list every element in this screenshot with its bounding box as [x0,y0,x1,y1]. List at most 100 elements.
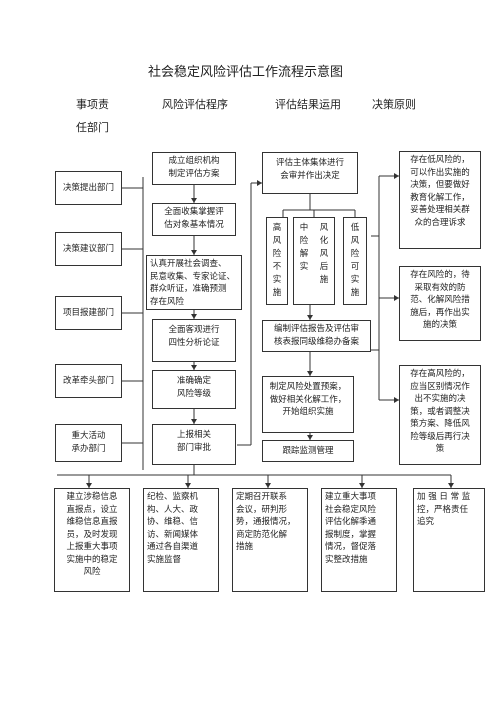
bottom-text: 构、人大、政 [147,504,199,515]
result-text: 实 [299,262,309,272]
dept-box-text: 项目报建部门 [62,308,114,318]
result-text: 险 [299,236,309,246]
bottom-text: 定期召开联系 [236,492,288,502]
result-collective-review: 评估主体集体进行 会审并作出决定 [262,152,358,194]
dept-box-text: 改革牵头部门 [62,376,114,386]
result-text: 险 [350,249,360,259]
bottom-text: 建立重大事项 [325,492,377,502]
result-text: 险 [272,249,282,259]
header-decision-principle: 决策原则 [372,98,416,111]
result-text: 低 [350,223,360,233]
result-text: 施 [350,288,360,298]
bottom-text: 员，及时发现 [66,529,118,540]
result-text: 风 [319,223,329,233]
dept-box-text: 承办部门 [71,443,106,454]
bottom-text: 势，通报情况， [236,517,296,527]
result-text: 高 [272,223,282,233]
procedure-step-4: 全面客观进行 四性分析论证 [152,319,236,362]
result-option-low-risk: 低 风 险 可 实 施 [343,217,367,305]
bottom-text: 上报重大事项 [66,542,118,552]
bottom-text: 通过各自渠道 [147,542,199,552]
result-text: 不 [272,262,282,272]
procedure-step-1: 成立组织机构 制定评估方案 [152,152,236,185]
procedure-step-3: 认真开展社会调查、 民意收集、专家论证、 群众听证，准确预测 存在风险 [146,255,242,310]
dept-box-major-event-host: 重大活动 承办部门 [55,424,122,462]
bottom-text: 评估化解季通 [325,517,377,527]
bottom-daily-monitoring: 加 强 日 常 监 控，严格责任 追究 [413,488,485,592]
step-text: 成立组织机构 [168,156,220,166]
bottom-info-reporting: 建立涉稳信息 直报点，设立 维稳信息直报 员，及时发现 上报重大事项 实施中的稳… [54,488,130,592]
step-text: 准确确定 [176,376,211,386]
bottom-text: 商定防范化解 [236,529,288,540]
result-text: 实 [350,275,360,285]
step-text: 风险等级 [176,388,211,399]
principle-text: 存在风险的，待 [410,270,470,280]
bottom-text: 实施中的稳定 [66,554,118,565]
step-text: 民意收集、专家论证、 [150,271,236,282]
principle-text: 妥善处理相关群 [410,205,470,215]
principle-text: 教育化解工作， [410,192,470,203]
principle-text: 范、化解风险措 [410,295,470,305]
step-text: 全面收集掌握评 [164,207,224,217]
header-assessment-procedure: 风险评估程序 [162,98,228,111]
principle-low-risk: 存在低风险的， 可以作出实施的 决策，但要做好 教育化解工作， 妥善处理相关群 … [399,151,481,249]
principle-text: 险等级后再行决 [410,431,470,442]
result-text: 可 [350,262,360,272]
principle-text: 策，或者调整决 [410,406,470,417]
result-option-medium-risk: 中 险 解 实 风 化 风 后 施 [293,217,335,305]
dept-box-text: 决策提出部门 [62,183,114,193]
step-text: 四性分析论证 [168,337,220,348]
dept-box-decision-proposer: 决策提出部门 [55,171,122,205]
dept-box-project-filing: 项目报建部门 [55,296,122,330]
principle-text: 策方案、降低风 [410,419,470,429]
bottom-text: 风险 [83,567,101,577]
dept-box-decision-advisor: 决策建议部门 [55,232,122,266]
header-result-application: 评估结果运用 [275,98,341,111]
result-text: 后 [319,262,329,272]
bottom-text: 报制度，掌握 [325,529,377,540]
result-text: 评估主体集体进行 [275,158,344,168]
result-text: 实 [272,275,282,285]
principle-text: 应当区别情况作 [410,381,470,392]
principle-text: 可以作出实施的 [410,167,470,178]
bottom-supervision: 纪检、监察机 构、人大、政 协、维稳、信 访、新闻媒体 通过各自渠道 实施监督 [143,488,219,592]
principle-text: 存在低风险的， [410,155,470,165]
bottom-text: 加 强 日 常 监 [417,492,471,502]
result-text: 会审并作出决定 [280,170,340,181]
result-text: 中 [299,223,309,233]
step-text: 全面客观进行 [168,325,220,335]
dept-box-text: 决策建议部门 [62,244,114,254]
header-responsible-dept-line2: 任部门 [76,121,109,134]
bottom-text: 建立涉稳信息 [66,492,118,502]
principle-text: 策 [435,444,445,454]
result-text: 风 [319,249,329,259]
procedure-step-5: 准确确定 风险等级 [152,370,236,409]
step-text: 部门审批 [176,442,211,453]
bottom-text: 措施 [236,542,254,552]
bottom-text: 维稳信息直报 [66,517,118,527]
bottom-text: 直报点，设立 [66,504,118,515]
result-response-plan: 制定风险处置预案， 做好相关化解工作， 开始组织实施 [262,376,354,433]
principle-text: 施后，再作出实 [410,307,470,318]
result-text: 核表报同级维稳办备案 [273,336,359,347]
principle-text: 决策，但要做好 [410,180,470,190]
result-assessment-report: 编制评估报告及评估审 核表报同级维稳办备案 [262,320,371,352]
result-text: 开始组织实施 [282,407,334,417]
bottom-text: 访、新闻媒体 [147,529,199,540]
step-text: 上报相关 [176,430,211,440]
principle-medium-risk: 存在风险的，待 采取有效的防 范、化解风险措 施后，再作出实 施的决策 [399,266,481,341]
principle-high-risk: 存在高风险的， 应当区别情况作 出不实施的决 策，或者调整决 策方案、降低风 险… [399,365,481,465]
step-text: 存在风险 [150,296,185,307]
step-text: 制定评估方案 [168,168,220,179]
result-text: 施 [319,275,329,285]
result-text: 风 [272,236,282,246]
result-text: 风 [350,236,360,246]
bottom-quarterly-report: 建立重大事项 社会稳定风险 评估化解季通 报制度，掌握 情况，督促落 实整改措施 [321,488,397,592]
bottom-text: 实施监督 [147,554,182,565]
principle-text: 存在高风险的， [410,369,470,379]
bottom-text: 协、维稳、信 [147,517,199,527]
result-text: 编制评估报告及评估审 [273,324,359,334]
result-option-high-risk: 高 风 险 不 实 施 [266,217,288,305]
step-text: 估对象基本情况 [164,219,224,230]
